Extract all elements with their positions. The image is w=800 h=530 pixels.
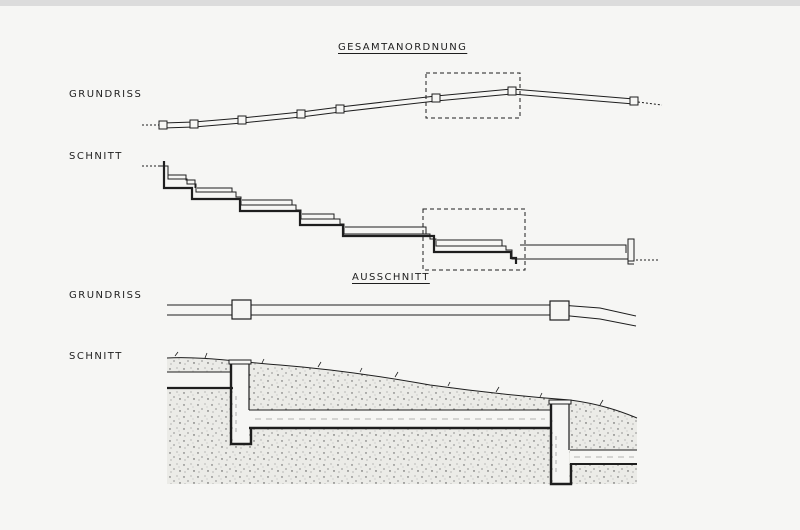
label-section-overall: SCHNITT xyxy=(69,151,123,162)
overall-plan-pipe xyxy=(142,88,663,129)
detail-frame-section xyxy=(422,208,526,271)
drawing-canvas xyxy=(142,72,663,486)
overall-section-profile xyxy=(142,161,658,265)
detail-frame-plan xyxy=(425,72,521,119)
title-detail: AUSSCHNITT xyxy=(352,272,430,283)
label-plan-overall: GRUNDRISS xyxy=(69,89,143,100)
overall-plan-manholes xyxy=(158,86,639,130)
title-overall-layout: GESAMTANORDNUNG xyxy=(338,42,468,53)
label-section-detail: SCHNITT xyxy=(69,351,123,362)
detail-plan-manholes xyxy=(231,299,570,321)
detail-section-drop-shafts xyxy=(228,359,573,486)
detail-section-channel xyxy=(167,371,637,465)
label-plan-detail: GRUNDRISS xyxy=(69,290,143,301)
